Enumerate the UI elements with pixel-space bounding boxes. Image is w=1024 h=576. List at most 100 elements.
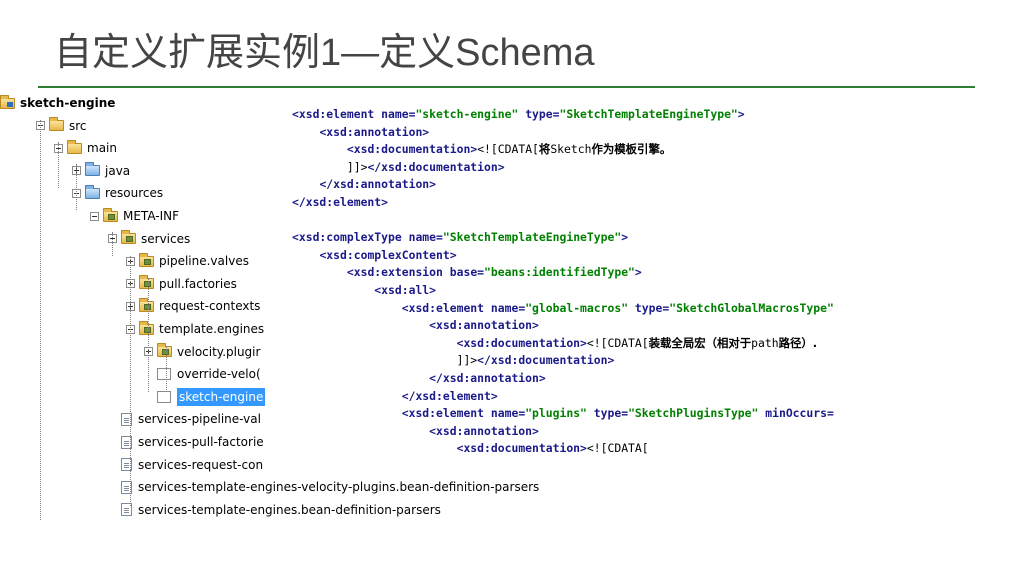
code-token-tag: </xsd:annotation> bbox=[319, 177, 437, 192]
code-token-cjk: 将 bbox=[538, 142, 551, 157]
code-token-tag: <xsd:annotation> bbox=[429, 318, 539, 333]
code-token-tag: </xsd:element> bbox=[401, 388, 498, 403]
tree-item-label: main bbox=[87, 141, 117, 156]
tree-guide-line bbox=[112, 232, 113, 256]
code-line: <xsd:documentation><![CDATA[装载全局宏（相对于pat… bbox=[292, 335, 982, 353]
code-token-tag: > bbox=[737, 107, 745, 121]
file-icon bbox=[121, 412, 132, 426]
code-token-val: "SketchPluginsType" bbox=[628, 406, 759, 421]
code-token-attr: name= bbox=[381, 107, 416, 121]
code-token-attr: name= bbox=[490, 300, 526, 315]
tree-guide-line bbox=[148, 278, 149, 392]
tree-item-velocity-plugir[interactable]: velocity.plugir bbox=[144, 343, 260, 361]
tree-item-services-template-engines-bean-definition-parsers[interactable]: services-template-engines.bean-definitio… bbox=[108, 501, 441, 519]
code-token-plain: <![CDATA[ bbox=[586, 441, 649, 456]
code-line: <xsd:element name="global-macros" type="… bbox=[292, 300, 982, 318]
file-icon bbox=[121, 435, 132, 449]
code-token-plain: ]]> bbox=[292, 159, 368, 174]
code-token-tag: <xsd:documentation> bbox=[456, 335, 587, 350]
code-token-plain bbox=[292, 177, 319, 191]
tree-guide-line bbox=[58, 142, 59, 188]
tree-item-override-velo[interactable]: override-velo( bbox=[144, 365, 261, 383]
tree-item-meta-inf[interactable]: META-INF bbox=[90, 207, 179, 225]
source-folder-icon bbox=[85, 184, 100, 199]
tree-item-label: resources bbox=[105, 186, 164, 201]
code-token-tag: <xsd:element bbox=[401, 300, 491, 315]
folder-icon bbox=[67, 139, 82, 154]
code-token-plain: ]]> bbox=[292, 353, 478, 368]
tree-item-pipeline-valves[interactable]: pipeline.valves bbox=[126, 252, 249, 270]
code-token-plain bbox=[587, 406, 594, 420]
code-token-tag: <xsd:annotation> bbox=[429, 423, 539, 438]
code-token-plain bbox=[292, 406, 402, 420]
code-token-attr: type= bbox=[634, 300, 670, 315]
tree-item-java[interactable]: java bbox=[72, 162, 130, 180]
code-token-tag: <xsd:extension bbox=[346, 265, 450, 280]
tree-item-label: request-contexts bbox=[159, 299, 261, 314]
tree-item-template-engines[interactable]: template.engines bbox=[126, 320, 264, 338]
code-token-tag: <xsd:all> bbox=[374, 282, 437, 297]
tree-item-services-template-engines-velocity-plugins-bean-definition-parsers[interactable]: services-template-engines-velocity-plugi… bbox=[108, 478, 539, 496]
code-token-tag: <xsd:complexType bbox=[292, 230, 409, 245]
tree-item-src[interactable]: src bbox=[36, 117, 87, 135]
code-token-plain bbox=[292, 389, 402, 403]
code-token-val: "plugins" bbox=[525, 406, 587, 421]
tree-item-services-request-con[interactable]: services-request-con bbox=[108, 456, 263, 474]
code-token-val: "SketchTemplateEngineType" bbox=[559, 107, 738, 121]
code-token-plain bbox=[292, 125, 319, 139]
tree-item-label: services-request-con bbox=[138, 457, 264, 472]
tree-item-label: services-pipeline-val bbox=[138, 412, 261, 427]
xsd-file-icon bbox=[157, 368, 171, 381]
code-line: ]]></xsd:documentation> bbox=[292, 159, 982, 177]
tree-item-services[interactable]: services bbox=[108, 230, 190, 248]
code-line: <xsd:documentation><![CDATA[将Sketch作为模板引… bbox=[292, 141, 982, 159]
code-line: <xsd:documentation><![CDATA[ bbox=[292, 440, 982, 458]
tree-item-label: velocity.plugir bbox=[177, 344, 261, 359]
code-line: </xsd:annotation> bbox=[292, 370, 982, 388]
collapse-icon[interactable] bbox=[90, 211, 99, 221]
tree-item-request-contexts[interactable]: request-contexts bbox=[126, 297, 260, 315]
tree-item-label: services-pull-factorie bbox=[138, 435, 264, 449]
package-folder-icon bbox=[121, 230, 136, 245]
tree-item-label: pull.factories bbox=[159, 276, 237, 291]
tree-item-main[interactable]: main bbox=[54, 139, 117, 157]
code-token-tag: <xsd:documentation> bbox=[346, 142, 478, 157]
code-token-plain bbox=[292, 371, 429, 385]
tree-item-resources[interactable]: resources bbox=[72, 184, 163, 202]
code-token-tag: </xsd:documentation> bbox=[367, 159, 505, 174]
code-line: </xsd:annotation> bbox=[292, 176, 982, 194]
code-line: </xsd:element> bbox=[292, 388, 982, 406]
tree-item-pull-factories[interactable]: pull.factories bbox=[126, 275, 237, 293]
tree-item-services-pipeline-val[interactable]: services-pipeline-val bbox=[108, 410, 261, 428]
tree-item-label: pipeline.valves bbox=[159, 254, 249, 269]
tree-item-services-pull-factorie[interactable]: services-pull-factorie bbox=[108, 433, 264, 451]
project-folder-icon bbox=[0, 94, 15, 109]
tree-item-label: src bbox=[69, 118, 87, 133]
code-token-attr: base= bbox=[449, 265, 485, 280]
code-token-plain: path bbox=[751, 335, 779, 350]
tree-guide-line bbox=[40, 120, 41, 520]
tree-item-sketch-engine[interactable]: sketch-engine bbox=[144, 387, 266, 406]
tree-guide-line bbox=[76, 164, 77, 210]
package-folder-icon bbox=[139, 320, 154, 335]
package-folder-icon bbox=[139, 252, 154, 267]
code-line: <xsd:annotation> bbox=[292, 124, 982, 142]
package-folder-icon bbox=[157, 343, 172, 358]
code-token-plain bbox=[292, 283, 374, 297]
package-folder-icon bbox=[139, 275, 154, 290]
code-line: </xsd:element> bbox=[292, 194, 982, 212]
code-token-attr: name= bbox=[490, 406, 526, 421]
tree-item-label: template.engines bbox=[159, 322, 265, 336]
code-line: <xsd:element name="sketch-engine" type="… bbox=[292, 106, 982, 124]
code-token-val: "global-macros" bbox=[525, 300, 629, 315]
code-token-tag: <xsd:element bbox=[401, 406, 491, 421]
code-token-cjk: 作为模板引擎。 bbox=[591, 142, 672, 157]
tree-item-sketch-engine[interactable]: sketch-engine bbox=[0, 94, 115, 112]
code-line: <xsd:extension base="beans:identifiedTyp… bbox=[292, 264, 982, 282]
tree-guide-line bbox=[130, 256, 131, 506]
code-line: <xsd:element name="plugins" type="Sketch… bbox=[292, 405, 982, 423]
code-token-plain: Sketch bbox=[550, 142, 592, 157]
tree-item-label: java bbox=[105, 163, 131, 178]
package-folder-icon bbox=[103, 207, 118, 222]
